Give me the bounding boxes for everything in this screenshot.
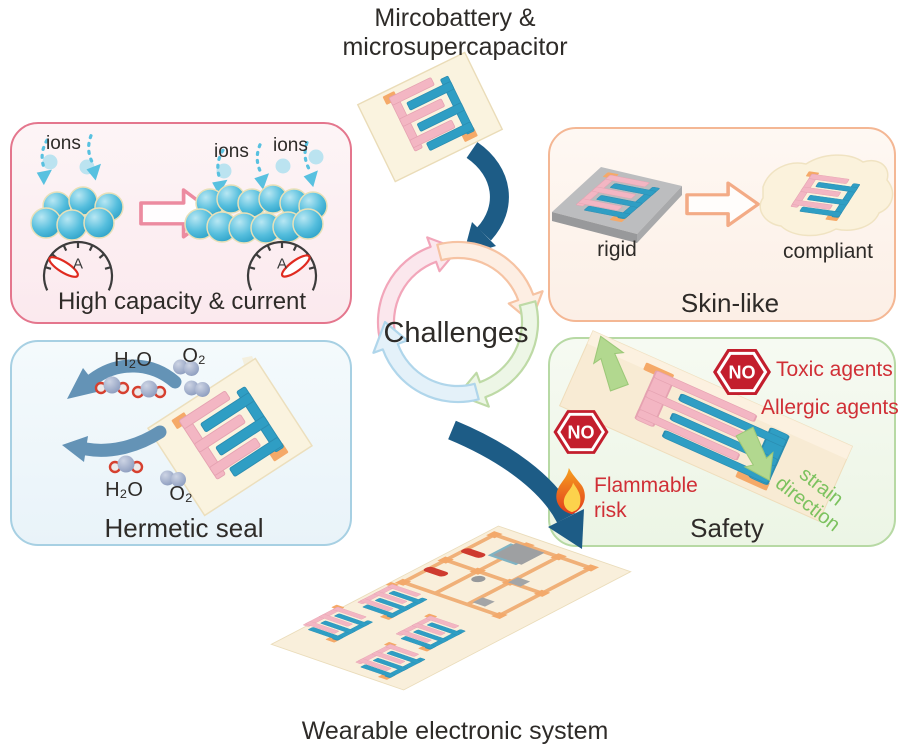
title-line-2: microsupercapacitor [342, 33, 568, 61]
ammeter-unit-right: A [276, 255, 288, 273]
hermetic-seal-label: Hermetic seal [104, 513, 264, 543]
o2-label-top: O₂ [182, 345, 206, 367]
electrode-spheres-large [184, 184, 328, 244]
wearable-system-label: Wearable electronic system [301, 717, 609, 745]
high-capacity-label: High capacity & current [57, 288, 307, 315]
allergic-agents-label: Allergic agents [761, 396, 899, 419]
chip-small [508, 577, 531, 587]
h2o-molecule [108, 454, 144, 474]
skin-like-label: Skin-like [680, 288, 780, 318]
flame-icon [556, 468, 585, 515]
rigid-to-compliant-arrow [685, 181, 761, 228]
compliant-caption: compliant [783, 240, 873, 263]
ions-label-2: ions [214, 141, 249, 162]
stretched-device [558, 330, 854, 522]
h2o-label-top: H₂O [114, 349, 152, 371]
ion-stream-right [209, 140, 324, 198]
hermetic-graphics [62, 356, 314, 517]
safety-graphics [552, 330, 854, 522]
microdevice-top [356, 51, 504, 183]
component-sphere [471, 575, 486, 583]
component-red [423, 566, 449, 577]
ammeter-unit-left: A [72, 255, 84, 273]
skin-like-graphics [552, 154, 894, 243]
no-sign-text-1: NO [728, 362, 756, 383]
toxic-agents-label: Toxic agents [776, 358, 893, 381]
ion-stream-left [34, 133, 105, 188]
high-capacity-graphics [30, 133, 328, 292]
title-line-1: Mircobattery & [374, 4, 536, 32]
flammable-label: Flammable [594, 474, 698, 497]
o2-molecule [184, 380, 210, 397]
chip-small [472, 597, 495, 607]
flammable-risk-label: risk [594, 499, 627, 522]
no-sign-text-2: NO [567, 422, 595, 443]
rigid-caption: rigid [597, 238, 637, 261]
leak-arrow-bottom [62, 425, 167, 462]
challenges-label: Challenges [383, 317, 529, 349]
ions-label-3: ions [273, 135, 308, 156]
safety-label: Safety [690, 513, 764, 543]
rigid-device [552, 167, 682, 243]
component-red [460, 548, 486, 558]
o2-label-bottom: O₂ [169, 483, 193, 505]
h2o-label-bottom: H₂O [105, 479, 143, 501]
h2o-molecule [131, 379, 167, 399]
ions-label-1: ions [46, 133, 81, 154]
arrow-challenges-to-system [448, 420, 584, 549]
electrode-spheres-small [30, 186, 124, 241]
arrow-device-to-challenges [463, 142, 509, 256]
leak-arrow-top [67, 359, 182, 399]
wearable-system [270, 525, 632, 691]
chip-large [493, 542, 545, 565]
compliant-device [759, 154, 894, 237]
